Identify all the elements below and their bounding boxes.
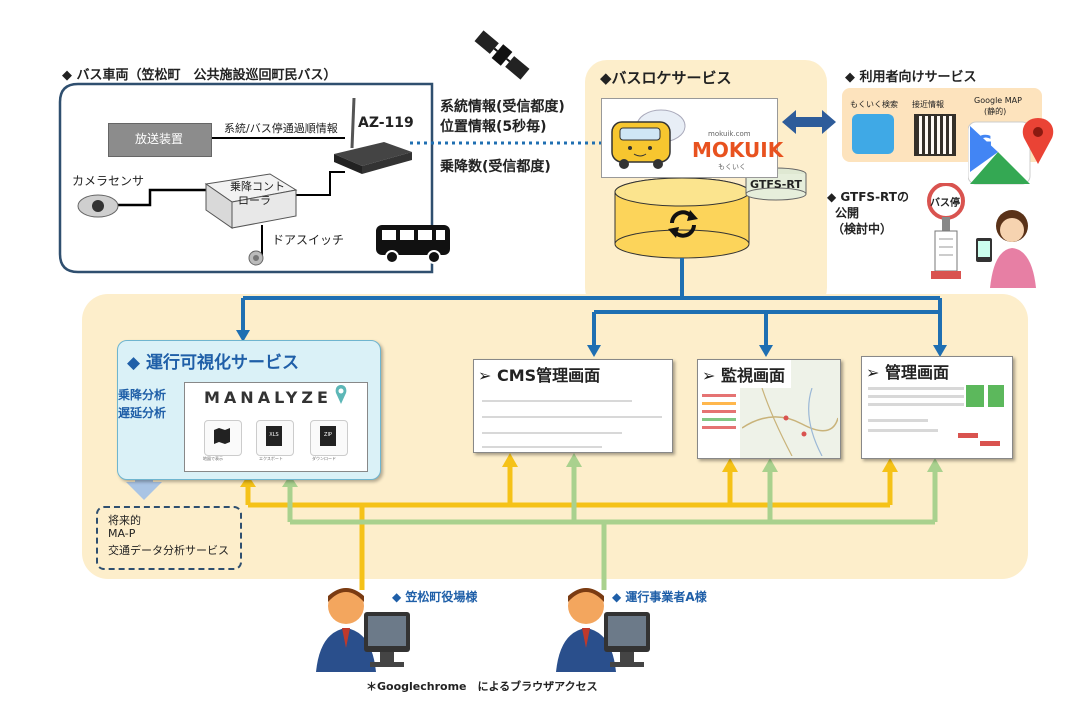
camera-sensor-icon (77, 194, 119, 218)
service-title: ◆バスロケサービス (600, 69, 732, 87)
map-icon (214, 428, 230, 444)
az119-device-icon (334, 97, 412, 174)
user-service-title: ◆ 利用者向けサービス (845, 70, 977, 85)
link-label-route: 系統情報(受信都度) (440, 99, 565, 115)
visualization-title: ◆ 運行可視化サービス (127, 353, 299, 373)
google-map-static-label: (静的) (984, 107, 1007, 116)
controller-label-1: 乗降コント (230, 180, 285, 193)
bus-icon (376, 225, 450, 264)
gtfs-publish-line3: （検討中） (832, 222, 893, 236)
future-map-label: MA-P (108, 527, 136, 540)
broadcast-device (108, 123, 212, 157)
cms-screen: ➢ CMS管理画面 (473, 359, 673, 453)
map-icon-label: 地図で表示 (203, 456, 223, 461)
boarding-analysis-label: 乗降分析 (118, 388, 167, 402)
monitor-screen: ➢ 監視画面 (697, 359, 841, 459)
operator-user-icon (556, 588, 650, 672)
qr-code-icon (914, 114, 956, 156)
svg-text:G: G (976, 131, 992, 155)
mokuik-url: mokuik.com (708, 130, 751, 138)
az119-label: AZ-119 (358, 115, 414, 131)
controller-box-icon (204, 173, 298, 229)
future-analysis-label: 交通データ分析サービス (108, 544, 229, 557)
monitor-screen-title: ➢ 監視画面 (698, 360, 791, 388)
sync-icon (668, 210, 698, 238)
bus-character-icon (611, 109, 686, 169)
xls-icon-label: エクスポート (259, 456, 283, 461)
search-service-label: もくいく検索 (850, 100, 898, 109)
gtfs-publish-line2: 公開 (835, 206, 860, 220)
broadcast-label: 放送装置 (134, 132, 183, 146)
xls-icon (266, 426, 282, 446)
future-service-box (96, 506, 242, 570)
manalyze-logo: MANALYZE (204, 388, 332, 407)
stop-sequence-label: 系統/バス停通過順情報 (224, 122, 338, 135)
town-office-label: ◆ 笠松町役場様 (392, 590, 478, 604)
search-app-icon (852, 114, 894, 154)
future-label: 将来的 (108, 514, 141, 527)
monitor-map-icon (742, 388, 838, 456)
admin-screen-title: ➢ 管理画面 (862, 357, 955, 385)
smartphone-user-icon (976, 210, 1036, 288)
approach-info-label: 接近情報 (912, 100, 944, 109)
zip-icon (320, 426, 336, 446)
town-office-user-icon (316, 588, 410, 672)
bus-stop-icon (927, 183, 965, 279)
camera-label: カメラセンサ (72, 174, 145, 188)
manalyze-pin-icon (335, 385, 347, 404)
xls-icon-text: XLS (269, 432, 279, 438)
google-maps-icon: G (968, 118, 1054, 185)
admin-screen: ➢ 管理画面 (861, 356, 1013, 459)
zip-icon-label: ダウンロード (312, 456, 336, 461)
mokuik-logo: MOKUIK (692, 138, 784, 162)
zip-icon-text: ZIP (324, 432, 332, 438)
link-label-passengers: 乗降数(受信都度) (440, 159, 551, 175)
door-switch-label: ドアスイッチ (272, 233, 345, 247)
google-map-label: Google MAP (974, 96, 1022, 105)
link-label-position: 位置情報(5秒毎) (440, 119, 547, 135)
gtfs-rt-db-label: GTFS-RT (750, 178, 802, 191)
satellite-icon (474, 30, 530, 80)
controller-label-2: ローラ (238, 194, 271, 207)
operator-label: ◆ 運行事業者A様 (612, 590, 707, 604)
browser-footnote: ＊Googlechrome によるブラウザアクセス (366, 680, 598, 693)
delay-analysis-label: 遅延分析 (118, 406, 167, 420)
vehicle-title: ◆ バス車両（笠松町 公共施設巡回町民バス） (62, 68, 337, 83)
door-switch-icon (248, 250, 264, 266)
mokuik-subtitle: もくいく (718, 163, 746, 171)
bus-stop-label: バス停 (930, 198, 960, 209)
double-arrow (782, 110, 836, 134)
gtfs-publish-title: ◆ GTFS-RTの (827, 190, 909, 204)
cms-screen-title: ➢ CMS管理画面 (474, 360, 607, 388)
